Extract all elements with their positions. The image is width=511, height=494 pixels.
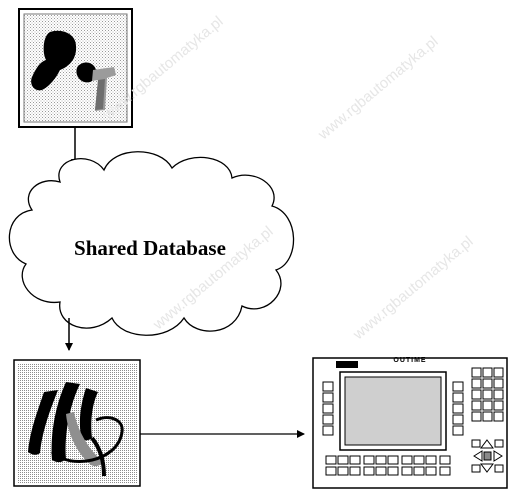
shared-database-label: Shared Database bbox=[74, 236, 226, 260]
operator-panel-terminal-icon bbox=[312, 357, 508, 489]
shared-database-cloud bbox=[8, 151, 295, 336]
panel-brand-label: OUTIME bbox=[393, 357, 427, 364]
terminal-configuration-software-icon bbox=[18, 8, 133, 128]
hmi-design-software-icon bbox=[13, 359, 141, 487]
